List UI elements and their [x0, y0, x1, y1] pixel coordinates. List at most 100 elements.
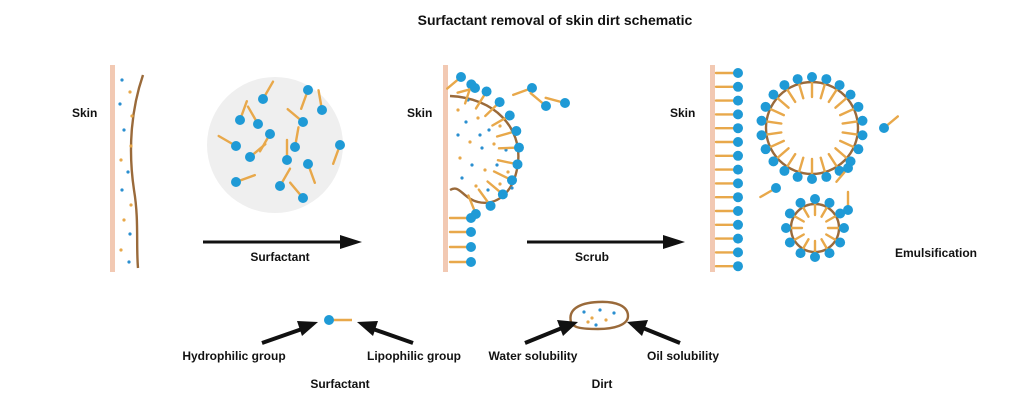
surfactant-molecule [491, 110, 515, 127]
legend-hydrophilic-head [324, 315, 334, 325]
water-soluble-particle [128, 232, 132, 236]
hydrophilic-head [760, 144, 771, 155]
water-soluble-particle [486, 188, 490, 192]
water-soluble-particle [470, 163, 474, 167]
hydrophilic-head [879, 123, 889, 133]
surfactant-molecule [784, 208, 805, 223]
surfactant-molecule [792, 156, 805, 182]
surfactant-solution [207, 77, 345, 213]
water-soluble-particle [495, 163, 499, 167]
hydrophilic-head [784, 237, 795, 248]
hydrophilic-head [733, 81, 743, 92]
surfactant-molecule [792, 74, 805, 100]
legend-dirt: Water solubility Oil solubility Dirt [489, 300, 719, 391]
water-soluble-particle [480, 146, 484, 150]
hydrophilic-head [834, 80, 845, 91]
arrow-surfactant: Surfactant [203, 235, 362, 264]
water-soluble-particle [612, 311, 616, 315]
hydrophilic-head [733, 219, 743, 230]
hydrophilic-head [779, 165, 790, 176]
hydrophilic-head [824, 197, 835, 208]
skin-layer-3 [710, 65, 715, 272]
surfactant-molecule [819, 74, 832, 100]
water-soluble-particle [598, 308, 602, 312]
hydrophilic-head [265, 129, 275, 139]
hydrophilic-head [781, 223, 791, 233]
surfactant-molecule [879, 115, 899, 133]
oil-soluble-particle [604, 318, 608, 322]
hydrophilic-head [810, 194, 820, 204]
hydrophilic-head [839, 223, 849, 233]
surfactant-molecule [290, 126, 300, 152]
legend-hydrophilic-arrow-shaft [261, 327, 303, 345]
oil-soluble-particle [458, 156, 462, 160]
surfactant-molecule [258, 80, 275, 104]
legend-hydrophilic-arrow-head [297, 321, 318, 336]
surfactant-molecule [231, 173, 256, 187]
hydrophilic-head [843, 205, 853, 215]
surfactant-molecule [841, 130, 868, 141]
hydrophilic-head [466, 213, 476, 223]
skin-bound-surfactants [714, 68, 743, 272]
surfactant-molecule [784, 233, 805, 248]
arrow-1-head [340, 235, 362, 249]
hydrophilic-head [784, 208, 795, 219]
surfactant-molecule [714, 137, 743, 147]
legend-oil-arrow-head [627, 320, 648, 336]
hydrophilic-head [504, 110, 515, 121]
surfactant-molecule [714, 95, 743, 106]
hydrophilic-head [456, 72, 466, 82]
hydrophilic-head [857, 130, 868, 141]
oil-soluble-particle [119, 158, 123, 162]
hydrophilic-head [835, 208, 846, 219]
water-soluble-particle [594, 323, 598, 327]
hydrophilic-head [253, 119, 263, 129]
surfactant-molecule [810, 239, 820, 262]
hydrophilic-head [235, 115, 245, 125]
surfactant-molecule [827, 80, 845, 104]
oil-soluble-particle [586, 320, 590, 324]
surfactant-molecule [838, 101, 864, 117]
hydrophilic-head [317, 105, 327, 115]
hydrophilic-head [485, 200, 496, 211]
diagram-title: Surfactant removal of skin dirt schemati… [418, 12, 693, 28]
legend-water-arrow-shaft [524, 326, 563, 345]
water-soluble-particle [460, 176, 464, 180]
dirt-layer-1 [129, 74, 145, 269]
hydrophilic-head [807, 72, 817, 82]
surfactant-molecule [810, 194, 820, 217]
oil-soluble-particle [130, 114, 134, 118]
hydrophilic-head [807, 174, 817, 184]
hydrophilic-head [733, 123, 743, 134]
surfactant-molecule [841, 115, 868, 126]
skin-label-3: Skin [670, 106, 695, 120]
hydrophilic-head [845, 89, 856, 100]
legend-surfactant-caption: Surfactant [310, 377, 369, 391]
skin-label-2: Skin [407, 106, 432, 120]
hydrophilic-head [733, 164, 743, 175]
surfactant-molecule [825, 208, 846, 223]
hydrophilic-head [760, 101, 771, 112]
legend-water-arrow-head [557, 320, 578, 336]
panel-1-initial: Skin [72, 65, 145, 272]
surfactant-molecule [282, 138, 292, 165]
surfactant-molecule [456, 83, 480, 94]
oil-soluble-particle [506, 170, 510, 174]
hydrophilic-head [497, 189, 508, 200]
hydrophilic-head [303, 159, 313, 169]
surfactant-molecule [795, 197, 810, 218]
free-surfactant-molecules [217, 80, 345, 203]
hydrophilic-head [507, 175, 518, 186]
hydrophilic-head [290, 142, 300, 152]
water-soluble-particle [120, 78, 124, 82]
arrow-2-head [663, 235, 685, 249]
surfactant-molecule [779, 80, 797, 104]
hydrophilic-head [470, 83, 480, 93]
micelle-surfactants [756, 72, 899, 262]
surfactant-molecule [826, 223, 849, 233]
surfactant-molecule [512, 83, 537, 97]
surfactant-molecule [714, 164, 743, 175]
hydrophilic-group-label: Hydrophilic group [182, 349, 285, 363]
surfactant-molecule [714, 109, 743, 120]
legend-surfactant: Hydrophilic group Lipophilic group Surfa… [182, 315, 461, 391]
